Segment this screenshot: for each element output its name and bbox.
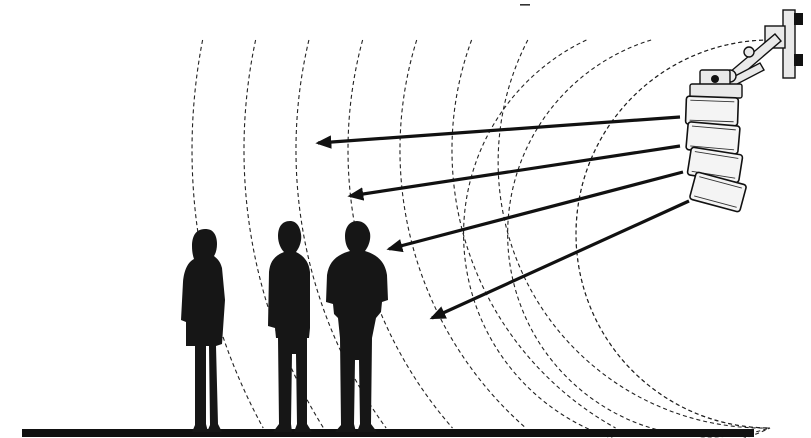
sound-ray-1: [318, 117, 680, 143]
sound-ray-4: [432, 201, 689, 318]
ground-line: [22, 429, 754, 437]
listener-middle: [268, 221, 312, 432]
listener-right: [326, 221, 388, 432]
wavefront-arc: [452, 40, 616, 428]
listener-silhouettes: [181, 221, 388, 432]
line-array-speaker: [685, 84, 746, 212]
wall-mount-bracket: [700, 10, 803, 95]
top-mark: [520, 4, 530, 6]
listener-left: [181, 229, 225, 432]
